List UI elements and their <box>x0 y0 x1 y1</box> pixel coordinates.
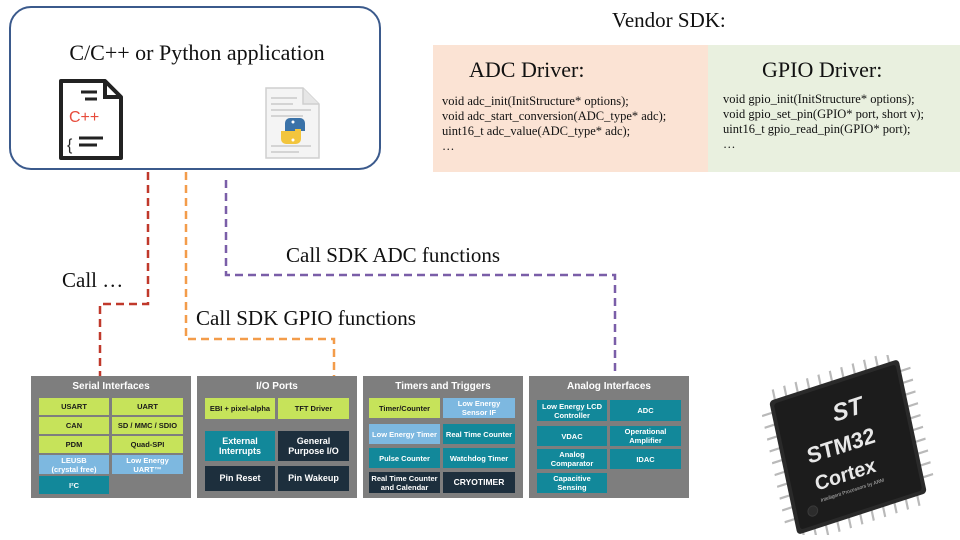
gpio-call-arrow <box>184 172 344 444</box>
vendor-sdk-title: Vendor SDK: <box>612 8 726 32</box>
block-title: Serial Interfaces <box>72 381 150 392</box>
peripheral-cell: I²C <box>39 476 109 494</box>
cpp-icon-text: C++ <box>69 109 99 126</box>
peripheral-cell: Pin Wakeup <box>278 466 349 491</box>
adc-call-label: Call SDK ADC functions <box>286 243 501 267</box>
peripheral-cell: Low Energy Sensor IF <box>443 398 515 418</box>
gpio-call-label: Call SDK GPIO functions <box>196 306 416 330</box>
peripheral-cell: CRYOTIMER <box>443 472 515 493</box>
peripheral-cell: EBI + pixel-alpha <box>205 398 275 419</box>
gpio-driver-title: GPIO Driver: <box>762 57 883 82</box>
adc-call-arrow <box>224 180 625 419</box>
peripheral-cell: General Purpose I/O <box>278 431 349 461</box>
generic-call-arrow <box>90 172 150 430</box>
application-title: C/C++ or Python application <box>69 40 325 65</box>
peripheral-cell: Quad-SPI <box>112 436 183 453</box>
gpio-code-line: void gpio_init(InitStructure* options); <box>723 92 915 106</box>
cpp-file-icon: C++ { <box>57 78 125 162</box>
adc-driver-title: ADC Driver: <box>469 57 585 82</box>
peripheral-cell: IDAC <box>610 449 681 469</box>
peripheral-cell: PDM <box>39 436 109 453</box>
peripheral-cell: Watchdog Timer <box>443 448 515 468</box>
block-title: Timers and Triggers <box>395 381 491 392</box>
python-file-icon <box>263 86 323 160</box>
adc-code-line: void adc_start_conversion(ADC_type* adc)… <box>442 109 667 123</box>
peripheral-cell: Low Energy UART™ <box>112 455 183 474</box>
peripheral-cell: Real Time Counter <box>443 424 515 444</box>
block-title: Analog Interfaces <box>567 381 651 392</box>
gpio-code-line: … <box>723 137 736 151</box>
peripheral-cell: Operational Amplifier <box>610 426 681 446</box>
serial-interfaces-block: Serial Interfaces USART UART CAN SD / MM… <box>31 376 191 498</box>
peripheral-cell: Pin Reset <box>205 466 275 491</box>
adc-code-line: void adc_init(InitStructure* options); <box>442 94 629 108</box>
peripheral-cell: Timer/Counter <box>369 398 440 418</box>
peripheral-cell: Analog Comparator <box>537 449 607 469</box>
peripheral-cell: External Interrupts <box>205 431 275 461</box>
application-box: C/C++ or Python application C++ { <box>9 6 381 170</box>
timers-triggers-block: Timers and Triggers Timer/Counter Low En… <box>363 376 523 498</box>
peripheral-cell: VDAC <box>537 426 607 446</box>
peripheral-cell: Low Energy Timer <box>369 424 440 444</box>
peripheral-cell: SD / MMC / SDIO <box>112 417 183 434</box>
peripheral-cell: TFT Driver <box>278 398 349 419</box>
adc-driver-panel: ADC Driver: void adc_init(InitStructure*… <box>433 45 708 172</box>
adc-code-line: uint16_t adc_value(ADC_type* adc); <box>442 124 631 138</box>
gpio-code-line: uint16_t gpio_read_pin(GPIO* port); <box>723 122 911 136</box>
analog-interfaces-block: Analog Interfaces Low Energy LCD Control… <box>529 376 689 498</box>
peripheral-cell: Capacitive Sensing <box>537 473 607 493</box>
block-title: I/O Ports <box>256 381 298 392</box>
peripheral-cell: USART <box>39 398 109 415</box>
peripheral-cell: Pulse Counter <box>369 448 440 468</box>
peripheral-cell: Low Energy LCD Controller <box>537 400 607 421</box>
stm32-chip-image: ST STM32 Cortex Intelligent Processors b… <box>738 352 956 540</box>
svg-text:{: { <box>67 137 73 154</box>
peripheral-cell: Real Time Counter and Calendar <box>369 472 440 493</box>
io-ports-block: I/O Ports EBI + pixel-alpha TFT Driver E… <box>197 376 357 498</box>
peripheral-cell: UART <box>112 398 183 415</box>
generic-call-label: Call … <box>62 268 124 292</box>
peripheral-cell: LEUSB (crystal free) <box>39 455 109 474</box>
gpio-code-line: void gpio_set_pin(GPIO* port, short v); <box>723 107 925 121</box>
gpio-driver-panel: GPIO Driver: void gpio_init(InitStructur… <box>708 45 960 172</box>
peripheral-cell: CAN <box>39 417 109 434</box>
adc-code-line: … <box>442 139 455 153</box>
peripheral-cell: ADC <box>610 400 681 421</box>
